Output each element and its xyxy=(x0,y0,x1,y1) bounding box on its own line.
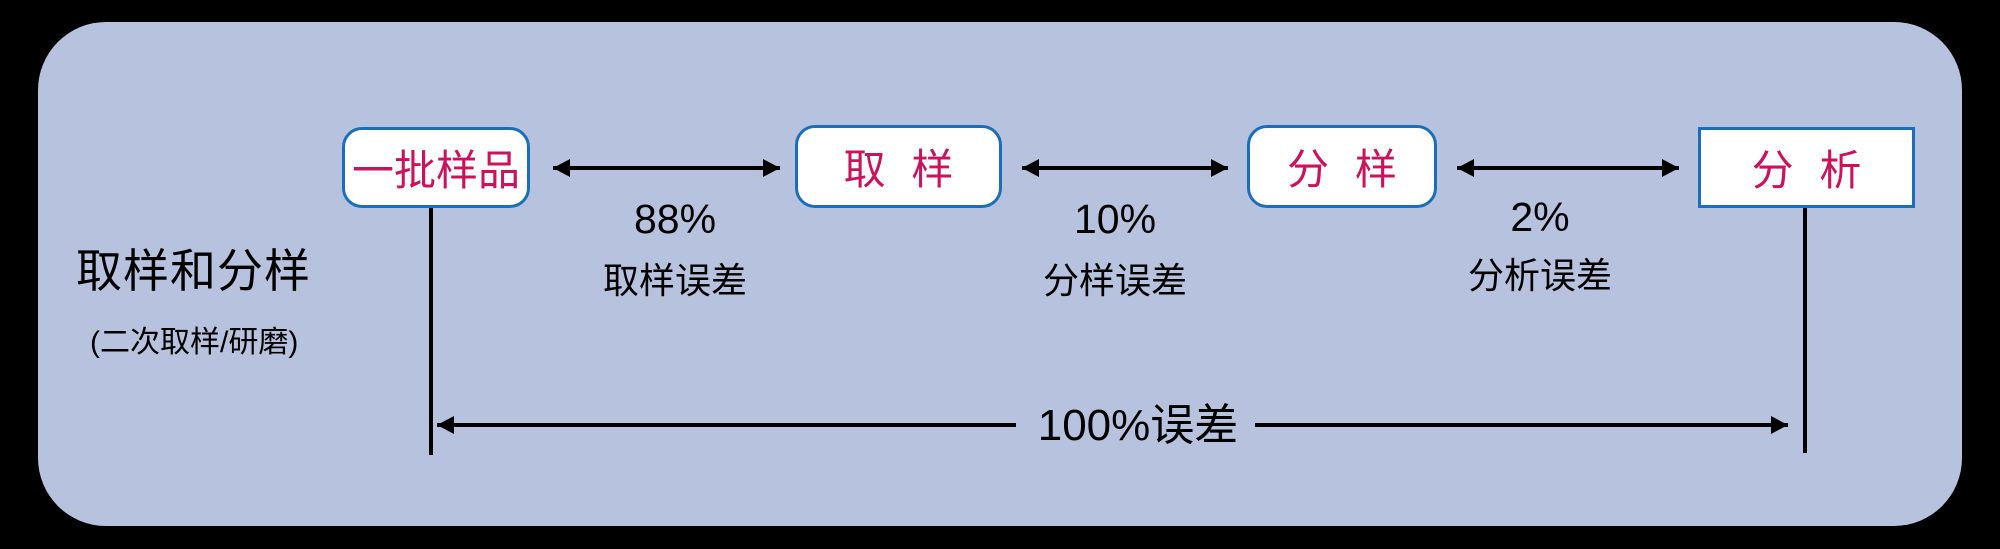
drop-line-right xyxy=(1803,208,1807,453)
drop-line-left xyxy=(429,208,433,455)
node-sampling-label: 取 样 xyxy=(843,146,954,193)
edge-analysis-error-label: 分析误差 xyxy=(1467,255,1612,296)
total-error-label: 100%误差 xyxy=(1037,401,1239,450)
node-analysis-label: 分 析 xyxy=(1751,147,1862,194)
edge-sampling-error-label: 取样误差 xyxy=(602,260,747,301)
node-batch-sample-label: 一批样品 xyxy=(351,147,520,194)
edge-subsampling-error-label: 分样误差 xyxy=(1042,260,1187,301)
node-batch-sample: 一批样品 xyxy=(342,127,530,208)
panel-background xyxy=(38,22,1962,526)
node-analysis: 分 析 xyxy=(1698,127,1915,208)
edge-subsampling-percent: 10% xyxy=(1073,196,1157,242)
total-error-arrow-right-icon xyxy=(1255,416,1788,434)
edge-analysis-percent: 2% xyxy=(1510,194,1570,240)
node-sampling: 取 样 xyxy=(795,125,1002,208)
diagram-subtitle: (二次取样/研磨) xyxy=(90,326,299,359)
node-subsampling-label: 分 样 xyxy=(1287,146,1397,193)
edge-sampling-percent: 88% xyxy=(633,196,717,242)
total-error-arrow-left-icon xyxy=(437,416,1016,434)
diagram-title: 取样和分样 xyxy=(76,245,311,297)
double-arrow-icon xyxy=(1457,159,1679,177)
double-arrow-icon xyxy=(1022,159,1228,177)
double-arrow-icon xyxy=(553,159,780,177)
node-subsampling: 分 样 xyxy=(1247,125,1437,208)
